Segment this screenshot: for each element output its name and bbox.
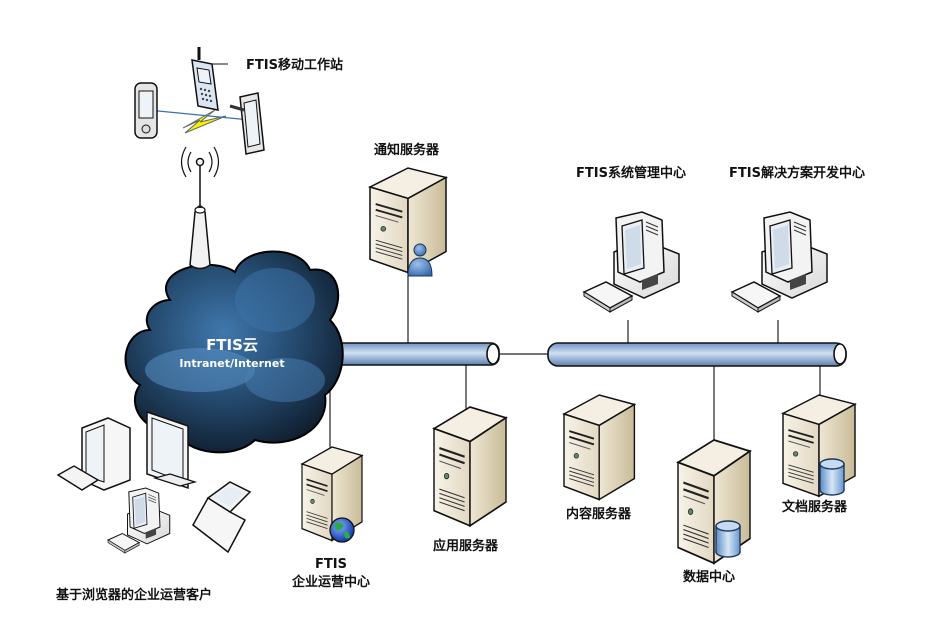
- tablet-icon: [229, 92, 265, 155]
- label-sys-mgmt-center: FTIS系统管理中心: [576, 166, 686, 181]
- mobile-devices: [134, 47, 265, 155]
- label-browser-clients: 基于浏览器的企业运营客户: [56, 588, 213, 603]
- solution-dev-workstation-icon: [731, 211, 828, 313]
- label-app-server: 应用服务器: [433, 539, 499, 554]
- database-icon: [715, 520, 741, 558]
- browser-clients-devices: [56, 410, 252, 554]
- cell-phone-icon: [191, 47, 228, 111]
- cloud-title: FTIS云: [206, 336, 258, 354]
- label-data-center: 数据中心: [683, 570, 736, 585]
- label-content-server: 内容服务器: [566, 507, 632, 522]
- laptop-icon: [192, 481, 252, 554]
- label-mobile-station: FTIS移动工作站: [246, 58, 343, 73]
- app-server-icon: [432, 405, 508, 527]
- backbone-pipe-left: [314, 342, 500, 366]
- pda-icon: [134, 82, 158, 139]
- content-server-icon: [563, 394, 636, 501]
- cloud-subtitle: Intranet/Internet: [179, 357, 285, 370]
- label-enterprise-ops-line2: 企业运营中心: [291, 575, 371, 590]
- sys-mgmt-workstation-icon: [583, 211, 680, 313]
- cloud-icon: [124, 250, 344, 454]
- wireless-bolt-icon: [182, 109, 227, 134]
- label-solution-dev-center: FTIS解决方案开发中心: [729, 166, 865, 181]
- database-icon: [819, 458, 845, 496]
- label-doc-server: 文档服务器: [782, 500, 848, 515]
- desktop-workstation-icon: [107, 487, 171, 554]
- backbone-pipe-right: [547, 342, 847, 367]
- notify-server-icon: [369, 167, 447, 274]
- user-icon: [407, 243, 433, 277]
- desktop-tower-icon: [56, 417, 131, 491]
- globe-icon: [329, 517, 355, 543]
- monitor-icon: [146, 410, 198, 490]
- wireless-antenna-icon: [180, 146, 220, 270]
- label-notify-server: 通知服务器: [374, 143, 440, 158]
- label-enterprise-ops-line1: FTIS: [315, 557, 347, 572]
